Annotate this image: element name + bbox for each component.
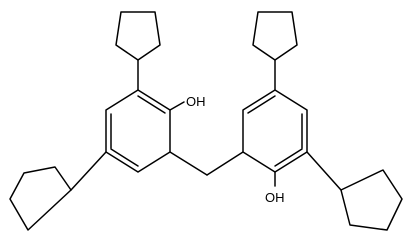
left-oh-label: OH	[186, 94, 206, 109]
left-hydroxyl-group: OH	[169, 94, 206, 111]
right-hydroxyl-group: OH	[265, 171, 285, 205]
methylene-bridge	[169, 151, 244, 176]
right-benzene-ring	[242, 89, 308, 173]
cyclopentyl-top-right	[252, 11, 298, 91]
cyclopentyl-bottom-right	[306, 151, 403, 231]
cyclopentyl-bottom-left	[9, 151, 107, 231]
left-benzene-ring	[105, 89, 171, 173]
cyclopentyl-top-left	[115, 11, 161, 91]
right-oh-label: OH	[265, 190, 285, 205]
